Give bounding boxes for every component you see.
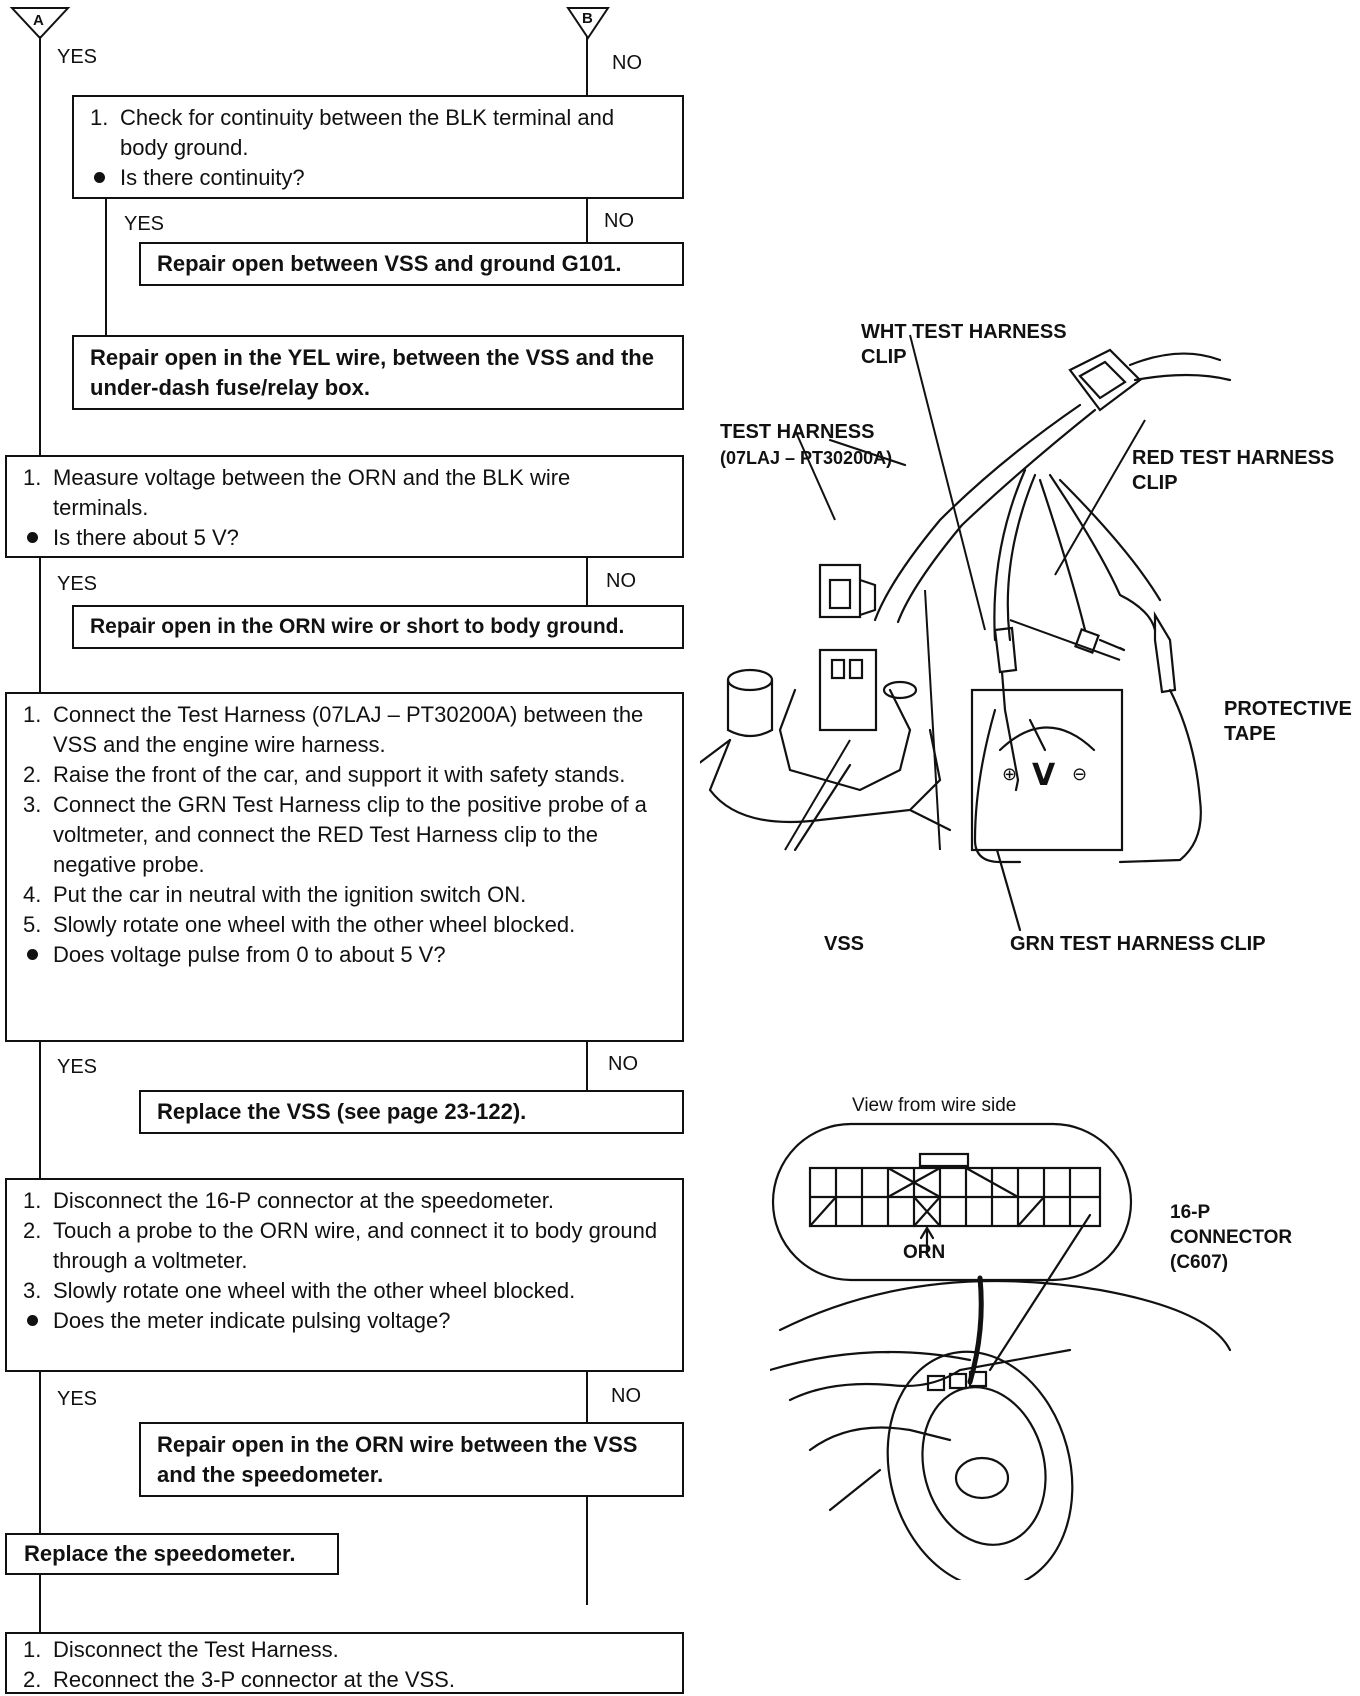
step-item: 5.Slowly rotate one wheel with the other… (23, 912, 576, 937)
step-item: 2.Reconnect the 3-P connector at the VSS… (23, 1667, 455, 1692)
step-replace-vss: Replace the VSS (see page 23-122). (139, 1090, 684, 1134)
label-orn: ORN (903, 1242, 946, 1263)
flag-b-triangle (566, 7, 610, 40)
step-repair-orn: Repair open in the ORN wire or short to … (72, 605, 684, 649)
label-16p-connector: 16-P CONNECTOR (1170, 1202, 1293, 1248)
step-repair-orn-speedo: Repair open in the ORN wire between the … (139, 1422, 684, 1497)
step-repair-yel: Repair open in the YEL wire, between the… (72, 335, 684, 410)
flag-a-label: A (33, 12, 44, 29)
step-item: 1.Disconnect the Test Harness. (23, 1637, 339, 1662)
step-question: Does the meter indicate pulsing voltage? (23, 1306, 666, 1336)
step-orn-voltage: 1.Measure voltage between the ORN and th… (5, 455, 684, 558)
step-item: 1.Measure voltage between the ORN and th… (23, 465, 571, 520)
steering-wheel (886, 1350, 1074, 1580)
grn-probe-wire (973, 708, 1022, 864)
answer-no: NO (611, 1385, 641, 1407)
label-grn-clip: GRN TEST HARNESS CLIP (1010, 933, 1266, 955)
vss-sensor (818, 648, 878, 732)
flag-b-label: B (582, 10, 593, 27)
vss-connector (818, 563, 862, 619)
step-speedo-test: 1.Disconnect the 16-P connector at the s… (5, 1178, 684, 1372)
label-connector-code: (C607) (1170, 1252, 1229, 1273)
label-red-clip: RED TEST HARNESS CLIP (1132, 447, 1335, 494)
label-protective-tape: PROTECTIVE TAPE (1224, 698, 1352, 745)
step-blk-continuity: 1.Check for continuity between the BLK t… (72, 95, 684, 199)
connector-illustration (770, 1122, 1232, 1580)
step-item: 2.Raise the front of the car, and suppor… (23, 762, 626, 787)
connector-view-bubble (771, 1122, 1133, 1282)
step-repair-g101: Repair open between VSS and ground G101. (139, 242, 684, 286)
label-test-harness-part: (07LAJ – PT30200A) (720, 448, 893, 468)
svg-text:V: V (1032, 758, 1056, 793)
wht-branch-wire (1038, 478, 1087, 632)
answer-yes: YES (57, 46, 98, 68)
answer-yes: YES (57, 1388, 98, 1410)
step-replace-speedometer: Replace the speedometer. (5, 1533, 339, 1575)
label-vss: VSS (824, 933, 865, 955)
answer-no: NO (606, 570, 636, 592)
step-final: 1.Disconnect the Test Harness. 2.Reconne… (5, 1632, 684, 1694)
test-harness-illustration: ⊕ V ⊖ (700, 334, 1232, 932)
grn-branch-wire (993, 468, 1027, 642)
step-item: 1.Connect the Test Harness (07LAJ – PT30… (23, 702, 644, 757)
answer-no: NO (608, 1053, 638, 1075)
svg-text:⊖: ⊖ (1072, 764, 1087, 785)
step-item: 1.Disconnect the 16-P connector at the s… (23, 1188, 555, 1213)
step-item: 2.Touch a probe to the ORN wire, and con… (23, 1218, 658, 1273)
step-question: Is there continuity? (90, 163, 666, 193)
answer-no: NO (612, 52, 642, 74)
step-question: Is there about 5 V? (23, 523, 666, 553)
answer-yes: YES (124, 213, 165, 235)
label-wht-clip: WHT TEST HARNESS CLIP (861, 321, 1067, 368)
test-harness-cable (873, 403, 1082, 622)
step-harness-test: 1.Connect the Test Harness (07LAJ – PT30… (5, 692, 684, 1042)
voltmeter (970, 688, 1124, 852)
red-probe-wire (1118, 688, 1202, 864)
flag-a-triangle (9, 7, 71, 40)
answer-no: NO (604, 210, 634, 232)
step-item: 4.Put the car in neutral with the igniti… (23, 882, 527, 907)
label-test-harness: TEST HARNESS (720, 421, 875, 443)
step-question: Does voltage pulse from 0 to about 5 V? (23, 940, 666, 970)
answer-yes: YES (57, 573, 98, 595)
red-branch-wire (1058, 478, 1162, 602)
step-item: 1.Check for continuity between the BLK t… (90, 105, 615, 160)
protective-tape-mark (1074, 628, 1100, 654)
step-item: 3.Connect the GRN Test Harness clip to t… (23, 792, 647, 877)
svg-text:⊕: ⊕ (1002, 764, 1017, 785)
answer-yes: YES (57, 1056, 98, 1078)
step-item: 3.Slowly rotate one wheel with the other… (23, 1278, 576, 1303)
label-view-side: View from wire side (852, 1095, 1017, 1116)
